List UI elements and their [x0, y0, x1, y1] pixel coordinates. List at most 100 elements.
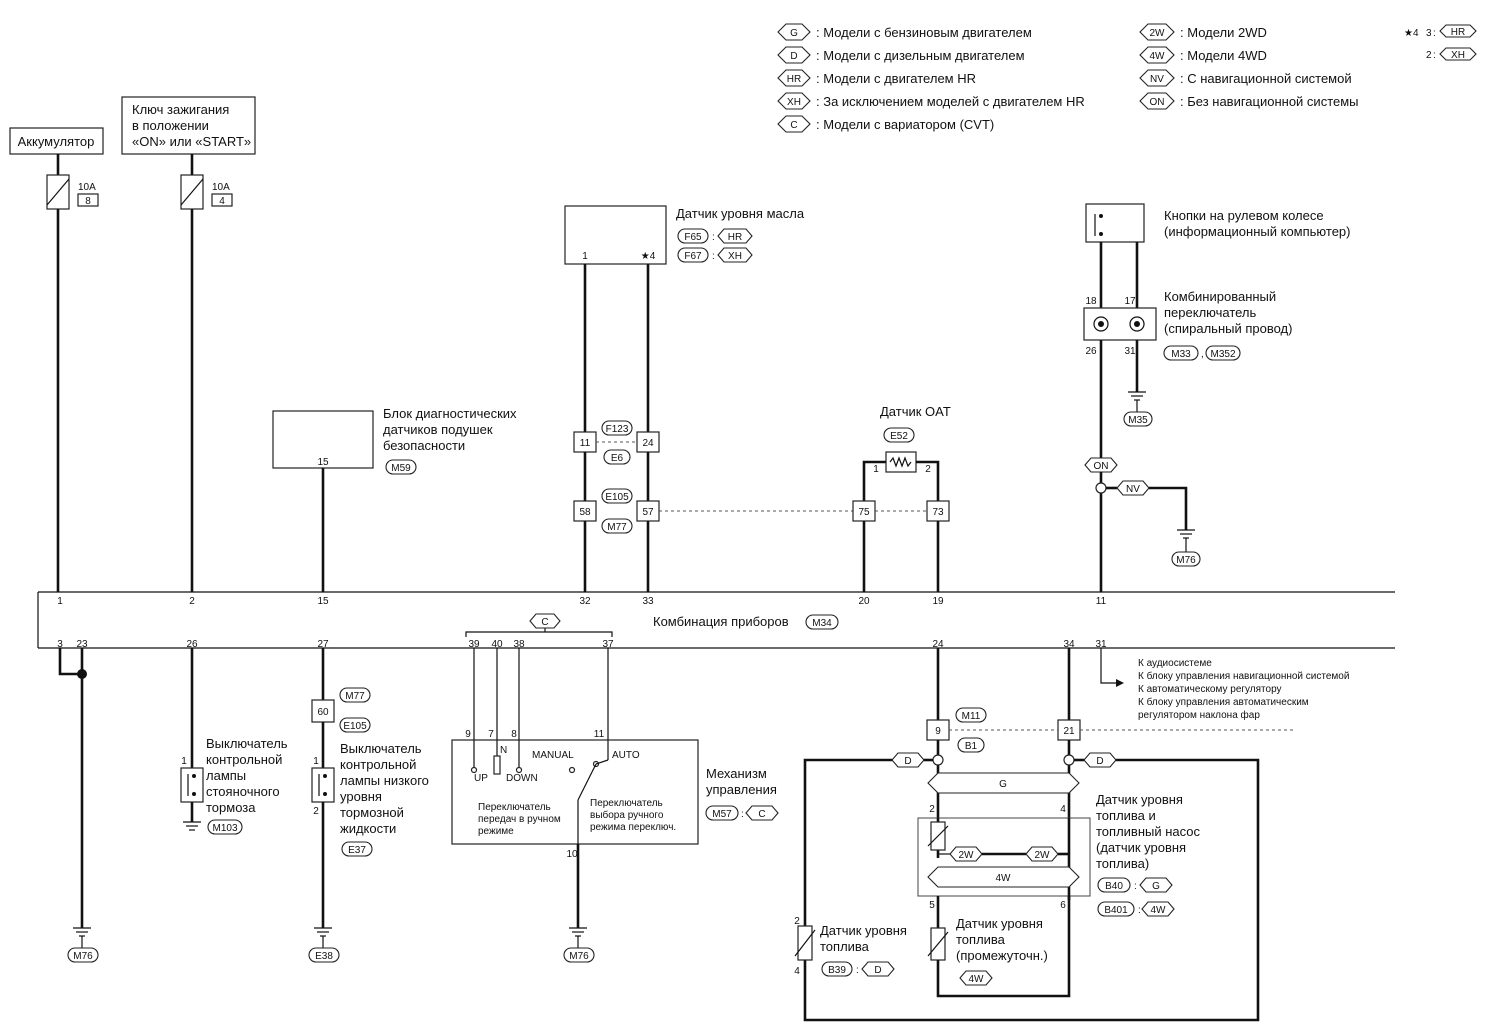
connector-code: B39 [828, 965, 846, 976]
connector-code: M77 [345, 691, 365, 702]
connector-code: F67 [684, 251, 702, 262]
connector-code: E105 [343, 721, 367, 732]
ground-code: E38 [315, 951, 333, 962]
brake-fluid-label: тормозной [340, 805, 404, 820]
brake-fluid-label: уровня [340, 789, 382, 804]
mechanism-title: управления [706, 782, 777, 797]
fuel-left-label: Датчик уровня [820, 923, 907, 938]
combo-switch-label: Комбинированный [1164, 289, 1276, 304]
brake-fluid-switch: 60 M77 E105 1 2 Выключатель контрольной … [308, 648, 429, 963]
legend-left: G : Модели с бензиновым двигателем D : М… [777, 23, 1085, 133]
model-code: 2W [1035, 850, 1051, 861]
pin-number: 20 [858, 596, 870, 607]
connector-code: M59 [391, 463, 411, 474]
pin-number: 58 [579, 507, 591, 518]
svg-text::: : [1433, 50, 1436, 61]
sw1-label: Переключатель [478, 802, 551, 813]
pin-number: 5 [929, 900, 935, 911]
parking-label: контрольной [206, 752, 282, 767]
oat-title: Датчик OAT [880, 404, 951, 419]
fuel-main-label: (датчик уровня [1096, 840, 1186, 855]
combo-switch-label: переключатель [1164, 305, 1257, 320]
fuel-mid-label: топлива [956, 932, 1006, 947]
fuse-number: 4 [219, 196, 225, 207]
legend-star: ★4 3 : HR 2 : XH [1404, 24, 1477, 61]
pin-number: ★4 [641, 251, 656, 262]
combination-meter: 1 2 15 32 33 20 19 11 Комбинация приборо… [37, 591, 1395, 650]
svg-text::: : [712, 251, 715, 262]
brake-fluid-label: лампы низкого [340, 773, 429, 788]
pin-number: 31 [1095, 639, 1107, 650]
battery-block: Аккумулятор 10A 8 [9, 127, 104, 592]
parking-label: стояночного [206, 784, 280, 799]
star-pin: 3 [1426, 28, 1432, 39]
shift-mechanism: 9 7 8 11 N UP DOWN MANUAL AUTO Переключа… [451, 648, 779, 963]
pin-number: 1 [57, 596, 63, 607]
note-line: К автоматическому регулятору [1138, 684, 1282, 695]
model-code: 2W [959, 850, 975, 861]
pin-number: 11 [594, 729, 605, 740]
connector-code: M77 [607, 522, 627, 533]
legend-item: ON : Без навигационной системы [1139, 92, 1359, 110]
model-code: ON [1094, 461, 1109, 472]
pin-number: 8 [511, 729, 517, 740]
legend-text: : Модели с бензиновым двигателем [816, 25, 1032, 40]
legend-code: NV [1150, 74, 1164, 85]
legend-code: HR [787, 74, 801, 85]
pin-number: 17 [1124, 296, 1136, 307]
legend-item: D : Модели с дизельным двигателем [777, 46, 1025, 64]
model-code: 4W [996, 873, 1012, 884]
pin-number: 19 [932, 596, 944, 607]
ignition-line: Ключ зажигания [132, 102, 229, 117]
pin-number: 2 [925, 464, 931, 475]
ignition-block: Ключ зажигания в положении «ON» или «STA… [121, 96, 256, 592]
ground-code: M76 [1176, 555, 1196, 566]
note-line: К блоку управления автоматическим [1138, 696, 1309, 708]
model-code: D [904, 756, 911, 767]
pin-number: 7 [488, 729, 494, 740]
pin-number: 33 [642, 596, 654, 607]
fuse-number: 8 [85, 196, 91, 207]
parking-label: Выключатель [206, 736, 288, 751]
connector-code: B401 [1104, 905, 1128, 916]
legend-text: : С навигационной системой [1180, 71, 1352, 86]
pin-number: 60 [317, 707, 329, 718]
pin-number: 21 [1063, 726, 1075, 737]
pin-number: 34 [1063, 639, 1075, 650]
switch-label: N [500, 745, 507, 756]
pin-number: 27 [317, 639, 329, 650]
switch-label: AUTO [612, 750, 640, 761]
pin-number: 1 [582, 251, 588, 262]
cluster-title: Комбинация приборов [653, 614, 789, 629]
pin-number: 24 [932, 639, 944, 650]
connector-code: M57 [712, 809, 732, 820]
fuel-main-label: топлива) [1096, 856, 1149, 871]
connector-code: E37 [348, 845, 366, 856]
pin-number: 2 [929, 804, 935, 815]
fuel-mid-label: (промежуточн.) [956, 948, 1048, 963]
ground-m76-left: M76 [58, 648, 99, 963]
airbag-line: безопасности [383, 438, 465, 453]
note-line: К блоку управления навигационной системо… [1138, 670, 1349, 682]
legend-item: 4W : Модели 4WD [1139, 46, 1267, 64]
switch-label: MANUAL [532, 750, 574, 761]
star-code: HR [1451, 27, 1465, 38]
legend-code: 4W [1150, 51, 1166, 62]
legend-text: : Модели 2WD [1180, 25, 1267, 40]
model-code: D [1096, 756, 1103, 767]
pin-number: 73 [932, 507, 944, 518]
legend-text: : За исключением моделей с двигателем HR [816, 94, 1085, 109]
note-line: К аудиосистеме [1138, 658, 1212, 669]
legend-item: C : Модели с вариатором (CVT) [777, 115, 994, 133]
svg-text::: : [1138, 905, 1141, 916]
parking-label: тормоза [206, 800, 256, 815]
legend-code: ON [1150, 97, 1165, 108]
legend: G : Модели с бензиновым двигателем D : М… [777, 23, 1477, 133]
svg-text::: : [712, 232, 715, 243]
model-code: C [541, 617, 548, 628]
legend-code: D [790, 51, 797, 62]
model-code: NV [1126, 484, 1140, 495]
legend-right: 2W : Модели 2WD 4W : Модели 4WD NV : С н… [1139, 23, 1359, 110]
note-line: регулятором наклона фар [1138, 709, 1260, 721]
brake-fluid-label: Выключатель [340, 741, 422, 756]
